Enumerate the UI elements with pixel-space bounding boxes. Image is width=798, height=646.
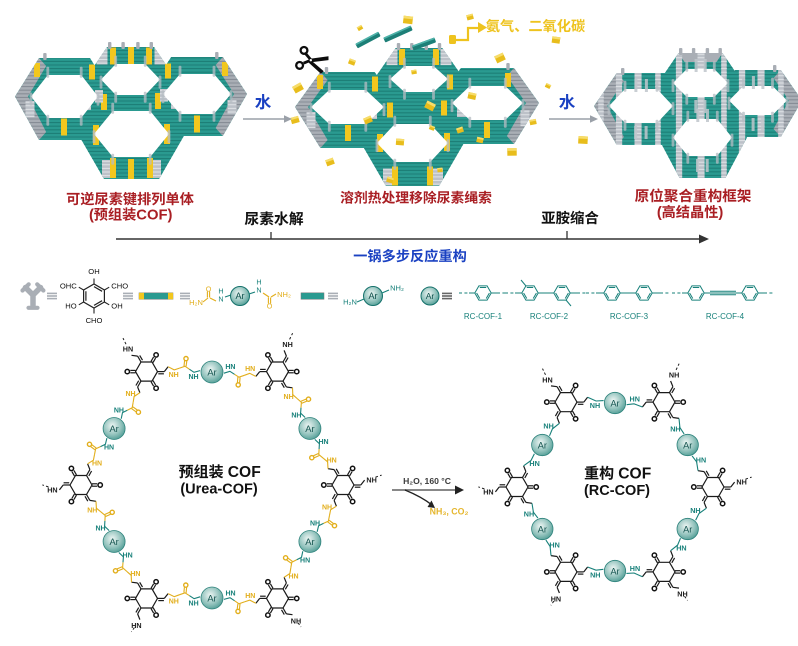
svg-text:NH: NH (169, 372, 179, 379)
svg-text:HN: HN (630, 564, 640, 573)
svg-text:Ar: Ar (538, 441, 547, 451)
svg-text:HO: HO (65, 302, 76, 311)
svg-text:NH: NH (524, 510, 534, 519)
svg-text:HN: HN (245, 593, 255, 600)
svg-text:HN: HN (630, 395, 640, 404)
svg-text:NH: NH (125, 391, 135, 398)
svg-text:NH: NH (169, 599, 179, 606)
svg-text:Ar: Ar (109, 537, 118, 547)
svg-text:NH₂: NH₂ (390, 284, 404, 293)
svg-text:HN: HN (225, 591, 235, 598)
svg-text:CHO: CHO (111, 282, 128, 291)
svg-text:Ar: Ar (538, 525, 547, 535)
svg-text:NH: NH (310, 521, 320, 528)
svg-text:NH: NH (284, 394, 294, 401)
svg-text:O: O (267, 301, 273, 310)
svg-text:(RC-COF): (RC-COF) (584, 483, 650, 499)
svg-text:NH: NH (366, 476, 376, 485)
svg-text:HN: HN (300, 557, 310, 564)
svg-text:(: ( (89, 208, 94, 224)
svg-text:HN: HN (483, 487, 493, 496)
svg-text:NH: NH (669, 370, 679, 379)
svg-text:NH: NH (736, 478, 746, 487)
svg-text:OHC: OHC (60, 282, 77, 291)
svg-text:NH: NH (87, 507, 97, 514)
svg-text:HN: HN (549, 541, 559, 550)
svg-text:Ar: Ar (109, 424, 118, 434)
svg-text:Ar: Ar (236, 291, 245, 301)
svg-text:HN: HN (318, 439, 328, 446)
svg-text:NH: NH (114, 407, 124, 414)
svg-text:NH: NH (282, 340, 292, 349)
svg-text:NH: NH (690, 506, 700, 515)
svg-text:Ar: Ar (683, 525, 692, 535)
svg-text:HN: HN (542, 375, 552, 384)
svg-text:HN: HN (696, 456, 706, 465)
svg-text:HN: HN (225, 364, 235, 371)
svg-text:Ar: Ar (426, 291, 435, 301)
svg-text:Ar: Ar (305, 424, 314, 434)
svg-text:Ar: Ar (610, 567, 619, 577)
svg-text:HN: HN (676, 544, 686, 553)
svg-text:NH: NH (291, 412, 301, 419)
svg-text:OH: OH (88, 267, 99, 276)
svg-text:NH: NH (322, 505, 332, 512)
svg-text:HN: HN (104, 444, 114, 451)
svg-text:HN: HN (288, 574, 298, 581)
svg-text:NH: NH (543, 422, 553, 431)
svg-text:HN: HN (92, 460, 102, 467)
svg-text:Ar: Ar (683, 441, 692, 451)
svg-text:RC-COF-4: RC-COF-4 (706, 312, 745, 321)
svg-text:RC-COF-2: RC-COF-2 (530, 312, 569, 321)
svg-text:Ar: Ar (207, 368, 216, 378)
svg-text:COF): COF) (136, 208, 172, 224)
svg-text:(Urea-COF): (Urea-COF) (180, 482, 258, 498)
svg-text:HN: HN (529, 459, 539, 468)
svg-text:N: N (256, 286, 261, 295)
svg-text:Ar: Ar (369, 291, 378, 301)
svg-text:H₂O, 160 °C: H₂O, 160 °C (403, 476, 451, 486)
svg-text:CHO: CHO (86, 316, 103, 325)
svg-text:HN: HN (245, 366, 255, 373)
svg-text:HN: HN (47, 485, 57, 494)
svg-text:H₂N: H₂N (343, 298, 357, 307)
svg-text:HN: HN (131, 621, 141, 630)
svg-text:): ) (718, 205, 723, 221)
svg-text:NH: NH (677, 590, 687, 599)
svg-text:H: H (256, 278, 261, 287)
svg-text:RC-COF-1: RC-COF-1 (464, 312, 503, 321)
svg-text:OH: OH (111, 302, 122, 311)
svg-text:H₂N: H₂N (189, 298, 203, 307)
svg-text:O: O (206, 284, 212, 293)
svg-text:HN: HN (123, 553, 133, 560)
svg-text:NH₃, CO₂: NH₃, CO₂ (430, 507, 469, 517)
svg-text:NH: NH (590, 571, 600, 580)
svg-text:NH: NH (590, 401, 600, 410)
svg-text:NH: NH (95, 526, 105, 533)
svg-text:Ar: Ar (305, 537, 314, 547)
svg-text:HN: HN (327, 457, 337, 464)
svg-text:HN: HN (123, 345, 133, 354)
svg-text:NH: NH (189, 601, 199, 608)
svg-text:Ar: Ar (610, 399, 619, 409)
svg-text:HN: HN (551, 595, 561, 604)
svg-text:(: ( (657, 205, 662, 221)
svg-text:H: H (218, 287, 223, 296)
svg-text:N: N (218, 295, 223, 304)
svg-text:COF: COF (228, 464, 261, 481)
svg-text:NH: NH (670, 425, 680, 434)
svg-text:NH: NH (291, 616, 301, 625)
svg-text:Ar: Ar (207, 594, 216, 604)
svg-text:NH₂: NH₂ (277, 290, 291, 299)
svg-text:COF: COF (618, 466, 651, 483)
svg-text:RC-COF-3: RC-COF-3 (610, 312, 649, 321)
svg-text:HN: HN (130, 571, 140, 578)
svg-text:NH: NH (188, 374, 198, 381)
